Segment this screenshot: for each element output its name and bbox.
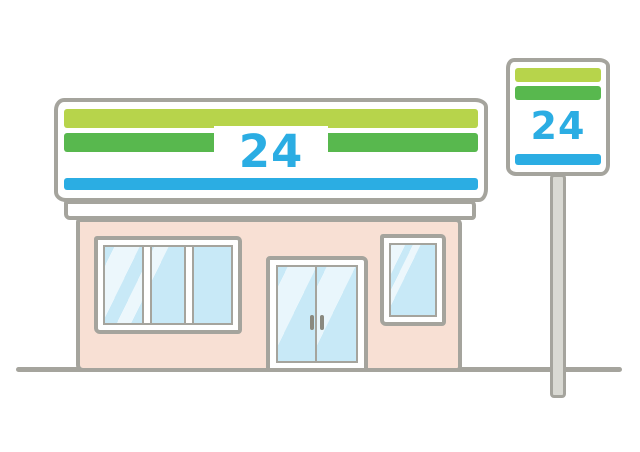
pole-sign-stripe-green — [515, 86, 601, 100]
door-right-panel — [315, 265, 358, 363]
left-window — [94, 236, 242, 334]
window-mullion — [185, 247, 192, 323]
entrance-door — [266, 256, 368, 372]
pole-sign-stripe-light-green — [515, 68, 601, 82]
right-window-glass — [389, 243, 437, 317]
door-handle-right — [320, 315, 324, 330]
pole-sign: 24 — [506, 58, 610, 176]
eave-band — [64, 200, 476, 220]
sign-24-panel: 24 — [214, 126, 328, 176]
left-window-glass — [103, 245, 233, 325]
sign-stripe-blue — [64, 178, 478, 190]
pole-sign-24-text: 24 — [530, 104, 586, 148]
pole-sign-24-panel: 24 — [510, 102, 606, 150]
door-handle-left — [310, 315, 314, 330]
pole-sign-stripe-blue — [515, 154, 601, 165]
sign-stripe-light-green — [64, 109, 478, 128]
sign-pole — [550, 174, 566, 398]
window-mullion — [143, 247, 150, 323]
storefront-sign: 24 — [54, 98, 488, 202]
sign-24-text: 24 — [238, 124, 304, 178]
right-window — [380, 234, 446, 326]
door-left-panel — [276, 265, 319, 363]
